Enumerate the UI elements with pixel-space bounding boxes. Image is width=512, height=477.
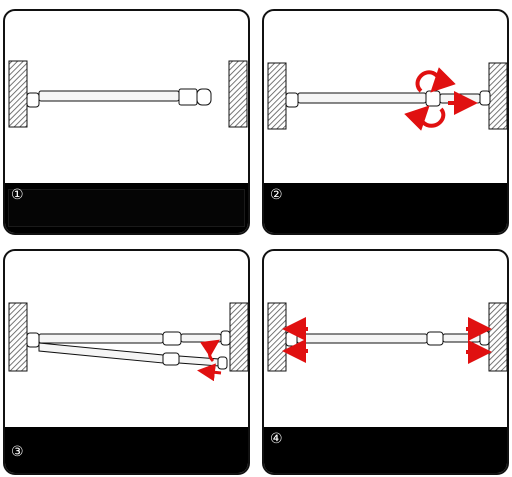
step-number: ③ (11, 444, 24, 460)
panel-step-4: ④ (262, 249, 509, 475)
step-number: ① (11, 187, 24, 203)
rod-diagram-4 (267, 302, 507, 372)
right-wall (488, 62, 507, 130)
tension-rod (26, 88, 212, 108)
caption-bar: ② (264, 183, 507, 233)
panel-step-1: ① (3, 9, 250, 235)
tension-rod-level (26, 330, 231, 348)
rotate-arrow-top-icon (415, 67, 456, 93)
pull-arrow-left-icon (197, 363, 222, 382)
right-wall (228, 60, 248, 128)
left-wall (8, 60, 28, 128)
tilt-arrow-icon (200, 339, 220, 363)
rotate-arrow-bottom-icon (404, 105, 446, 131)
rod-diagram-3 (8, 302, 248, 382)
rod-diagram-1 (8, 60, 248, 128)
left-wall (8, 302, 28, 372)
step-number: ④ (270, 431, 283, 447)
caption-bar: ① (5, 183, 248, 233)
tension-rod-angled (38, 342, 228, 370)
left-wall (267, 62, 287, 130)
right-wall (488, 302, 507, 372)
step-number: ② (270, 187, 283, 203)
left-wall (267, 302, 287, 372)
rod-diagram-2 (267, 62, 507, 131)
panel-step-2: ② (262, 9, 509, 235)
caption-bar: ③ (5, 427, 248, 473)
right-wall (229, 302, 248, 372)
tension-rod (285, 330, 490, 347)
caption-bar: ④ (264, 427, 507, 473)
panel-step-3: ③ (3, 249, 250, 475)
